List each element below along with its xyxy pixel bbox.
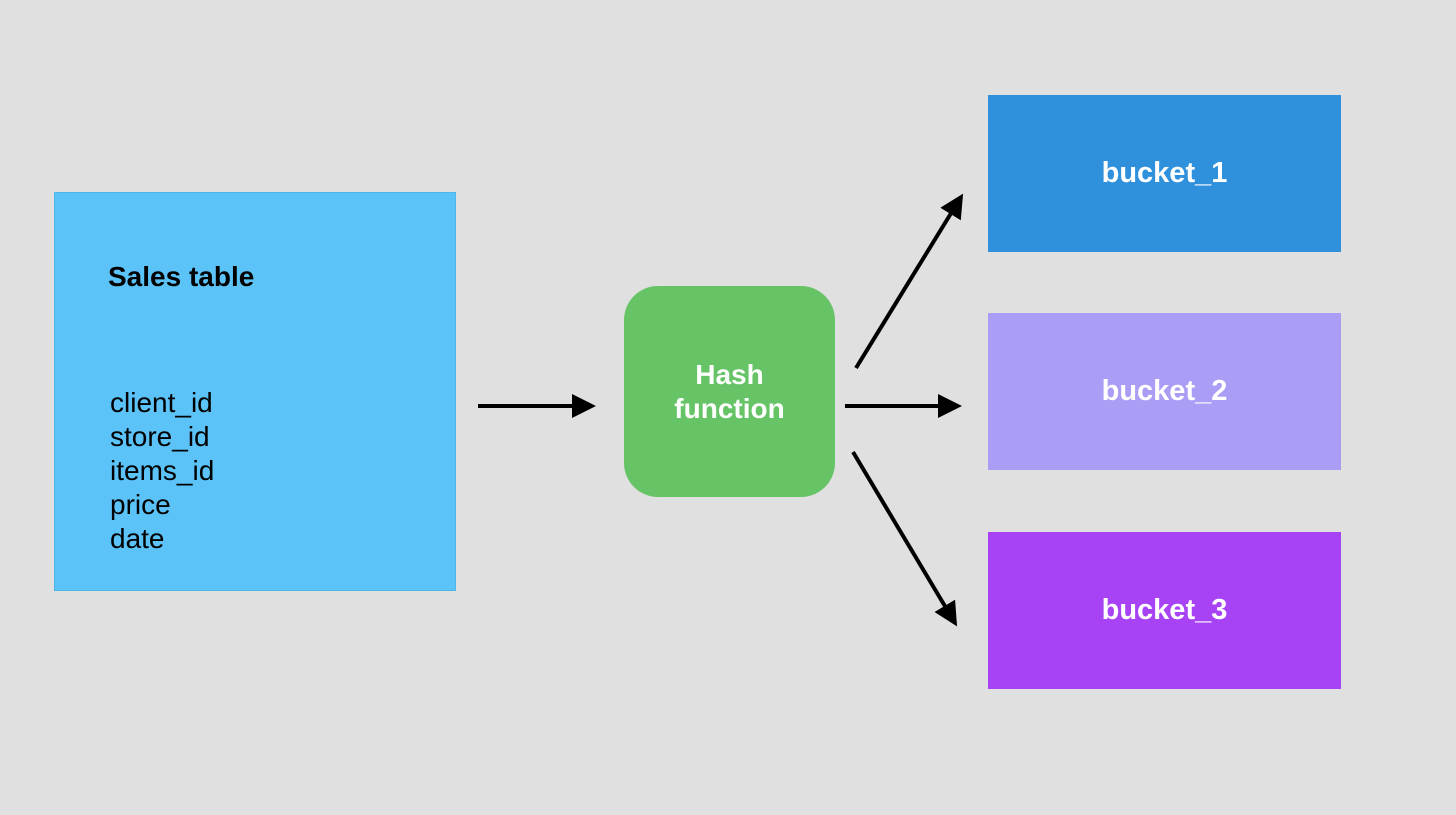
field-item: items_id xyxy=(110,455,215,486)
hash-function-box: Hash function xyxy=(624,286,835,497)
field-item: price xyxy=(110,489,171,520)
bucket-2-box: bucket_2 xyxy=(988,313,1341,470)
sales-table-box: Sales table client_id store_id items_id … xyxy=(54,192,456,591)
sales-table-title: Sales table xyxy=(108,261,255,292)
hash-function-label: Hash function xyxy=(674,358,785,424)
arrow-hash-to-bucket-1 xyxy=(854,193,964,370)
bucket-1-box: bucket_1 xyxy=(988,95,1341,252)
bucket-1-label: bucket_1 xyxy=(1101,157,1228,189)
bucket-3-box: bucket_3 xyxy=(988,532,1341,689)
field-item: store_id xyxy=(110,421,210,452)
bucket-2-label: bucket_2 xyxy=(1101,375,1228,407)
field-item: date xyxy=(110,523,165,554)
arrow-hash-to-bucket-3 xyxy=(851,450,958,627)
sales-table-field-list: client_id store_id items_id price date xyxy=(110,386,214,556)
bucket-3-label: bucket_3 xyxy=(1101,594,1228,626)
field-item: client_id xyxy=(110,387,213,418)
